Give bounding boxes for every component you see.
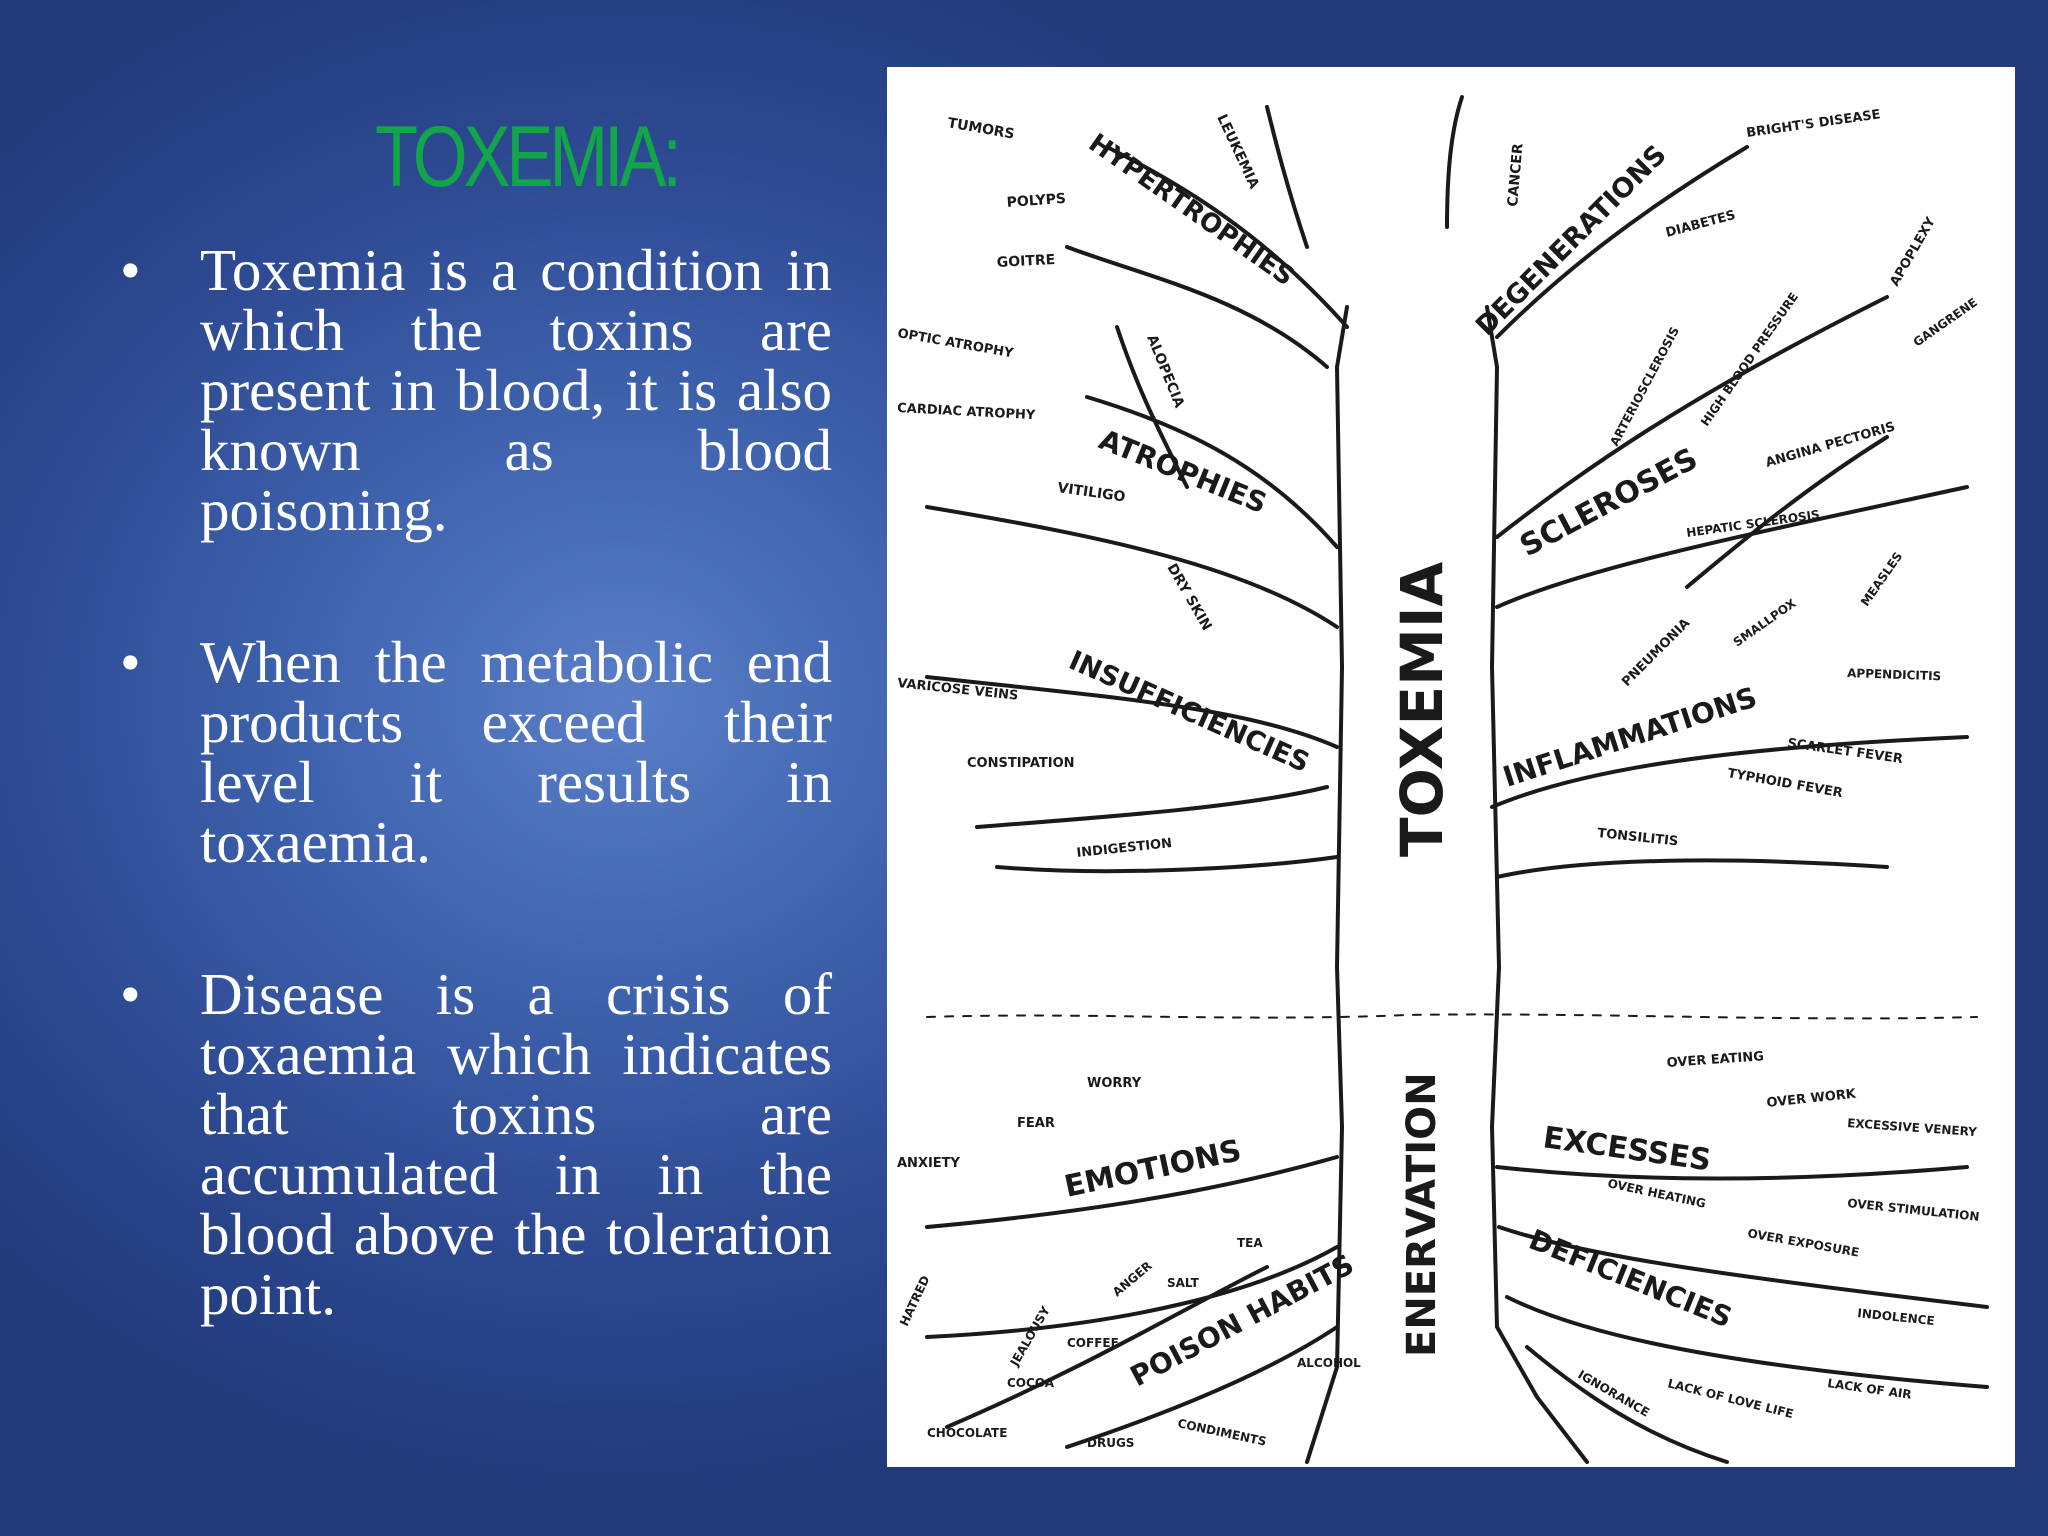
branch-line xyxy=(1495,295,1889,539)
toxemia-tree-diagram: TOXEMIA ENERVATION HYPERTROPHIES ATROPHI… xyxy=(887,67,2015,1467)
branch-line xyxy=(1445,95,1464,229)
twig-label: OVER STIMULATION xyxy=(1847,1196,1980,1224)
twig-label: PNEUMONIA xyxy=(1619,616,1693,690)
branch-label-emotions: EMOTIONS xyxy=(1061,1133,1244,1205)
twig-label: ALOPECIA xyxy=(1143,333,1187,411)
branch-line xyxy=(1115,325,1189,489)
bullet-dot-icon: • xyxy=(120,961,141,1027)
branch-line xyxy=(1265,105,1309,249)
twig-label: CONDIMENTS xyxy=(1176,1416,1267,1449)
branch-line xyxy=(1085,395,1339,549)
branch-line xyxy=(925,505,1339,629)
branch-label-atrophies: ATROPHIES xyxy=(1094,423,1271,520)
twig-label: GANGRENE xyxy=(1911,295,1980,349)
branch-line xyxy=(1495,485,1969,609)
bullet-text: Disease is a crisis of toxaemia which in… xyxy=(200,961,832,1327)
branch-label-excesses: EXCESSES xyxy=(1541,1120,1713,1178)
bullet-text: When the metabolic end products exceed t… xyxy=(200,629,832,875)
root-line xyxy=(1495,1165,1969,1181)
twig-label: INDOLENCE xyxy=(1857,1306,1936,1328)
branch-line xyxy=(1065,245,1329,369)
twig-label: APPENDICITIS xyxy=(1847,666,1942,683)
twig-label: JEALOUSY xyxy=(1007,1304,1053,1370)
twig-label: LACK OF LOVE LIFE xyxy=(1666,1376,1795,1421)
twig-label: OVER EXPOSURE xyxy=(1746,1226,1860,1259)
ground-line xyxy=(926,1013,1978,1020)
tree-drawing: TOXEMIA ENERVATION HYPERTROPHIES ATROPHI… xyxy=(896,95,1989,1464)
twig-label: LEUKEMIA xyxy=(1213,112,1261,192)
twig-label: OPTIC ATROPHY xyxy=(896,326,1015,361)
root-line xyxy=(945,1265,1269,1429)
twig-label: WORRY xyxy=(1087,1076,1142,1091)
bullet-dot-icon: • xyxy=(120,629,141,695)
branch-label-degenerations: DEGENERATIONS xyxy=(1470,139,1673,342)
branch-line xyxy=(1495,858,1889,879)
twig-label: ANXIETY xyxy=(897,1156,961,1171)
twig-label: ANGER xyxy=(1110,1259,1155,1300)
branch-line xyxy=(975,785,1329,829)
twig-label: OVER HEATING xyxy=(1606,1176,1707,1210)
twig-label: BRIGHT'S DISEASE xyxy=(1745,107,1881,141)
branch-label-insufficiencies: INSUFFICIENCIES xyxy=(1064,645,1314,779)
branch-line xyxy=(1105,145,1349,329)
bullet-item: • When the metabolic end products exceed… xyxy=(120,632,832,872)
bullet-item: • Disease is a crisis of toxaemia which … xyxy=(120,964,832,1324)
bullet-text: Toxemia is a condition in which the toxi… xyxy=(200,237,832,543)
twig-label: EXCESSIVE VENERY xyxy=(1847,1116,1978,1139)
twig-label: OVER WORK xyxy=(1766,1087,1858,1111)
branch-label-poison-habits: POISON HABITS xyxy=(1125,1248,1359,1394)
twig-label: HIGH BLOOD PRESSURE xyxy=(1698,290,1801,429)
twig-label: APOPLEXY xyxy=(1887,215,1939,289)
root-line xyxy=(925,1245,1339,1339)
twig-label: HATRED xyxy=(897,1273,933,1328)
branch-label-hypertrophies: HYPERTROPHIES xyxy=(1083,128,1299,292)
root-line xyxy=(1505,1295,1989,1389)
twig-label: DRUGS xyxy=(1087,1436,1134,1450)
twig-label: POLYPS xyxy=(1006,191,1066,211)
twig-label: MEASLES xyxy=(1858,549,1905,608)
twig-label: TONSILITIS xyxy=(1597,826,1679,849)
root-line xyxy=(1525,1345,1729,1464)
twig-label: COFFEE xyxy=(1067,1336,1119,1350)
twig-label: DRY SKIN xyxy=(1164,561,1215,634)
trunk-left-edge xyxy=(1305,305,1349,1464)
twig-label: SALT xyxy=(1167,1276,1200,1290)
twig-label: FEAR xyxy=(1017,1116,1055,1131)
root-line xyxy=(925,1155,1339,1229)
branch-line xyxy=(1490,735,1969,809)
root-line xyxy=(1065,1325,1339,1449)
trunk-right-edge xyxy=(1485,305,1589,1464)
twig-label: TUMORS xyxy=(946,115,1015,142)
twig-label: COCOA xyxy=(1007,1376,1055,1390)
twig-label: TEA xyxy=(1237,1236,1263,1250)
trunk-label-enervation: ENERVATION xyxy=(1399,1072,1445,1357)
branch-line xyxy=(995,855,1339,874)
twig-label: CHOCOLATE xyxy=(927,1426,1007,1440)
twig-label: CARDIAC ATROPHY xyxy=(897,401,1036,423)
branch-line xyxy=(925,675,1339,749)
bullet-item: • Toxemia is a condition in which the to… xyxy=(120,240,832,540)
twig-label: VITILIGO xyxy=(1056,480,1126,505)
slide-title: TOXEMIA: xyxy=(375,109,682,205)
branch-line xyxy=(1685,435,1889,589)
twig-label: SMALLPOX xyxy=(1731,596,1799,650)
bullet-dot-icon: • xyxy=(120,237,141,303)
twig-label: CONSTIPATION xyxy=(967,756,1075,771)
root-line xyxy=(1497,1225,1989,1309)
twig-label: DIABETES xyxy=(1664,208,1737,241)
twig-label: ALCOHOL xyxy=(1297,1356,1361,1370)
twig-label: TYPHOID FEVER xyxy=(1726,766,1843,801)
trunk-label-toxemia: TOXEMIA xyxy=(1388,562,1456,857)
branch-line xyxy=(1495,145,1749,339)
twig-label: INDIGESTION xyxy=(1076,836,1173,861)
twig-label: GOITRE xyxy=(996,252,1055,271)
twig-label: OVER EATING xyxy=(1666,1049,1764,1071)
bullet-list: • Toxemia is a condition in which the to… xyxy=(120,240,832,1324)
twig-label: CANCER xyxy=(1505,143,1526,208)
branch-label-inflammations: INFLAMMATIONS xyxy=(1499,680,1761,793)
